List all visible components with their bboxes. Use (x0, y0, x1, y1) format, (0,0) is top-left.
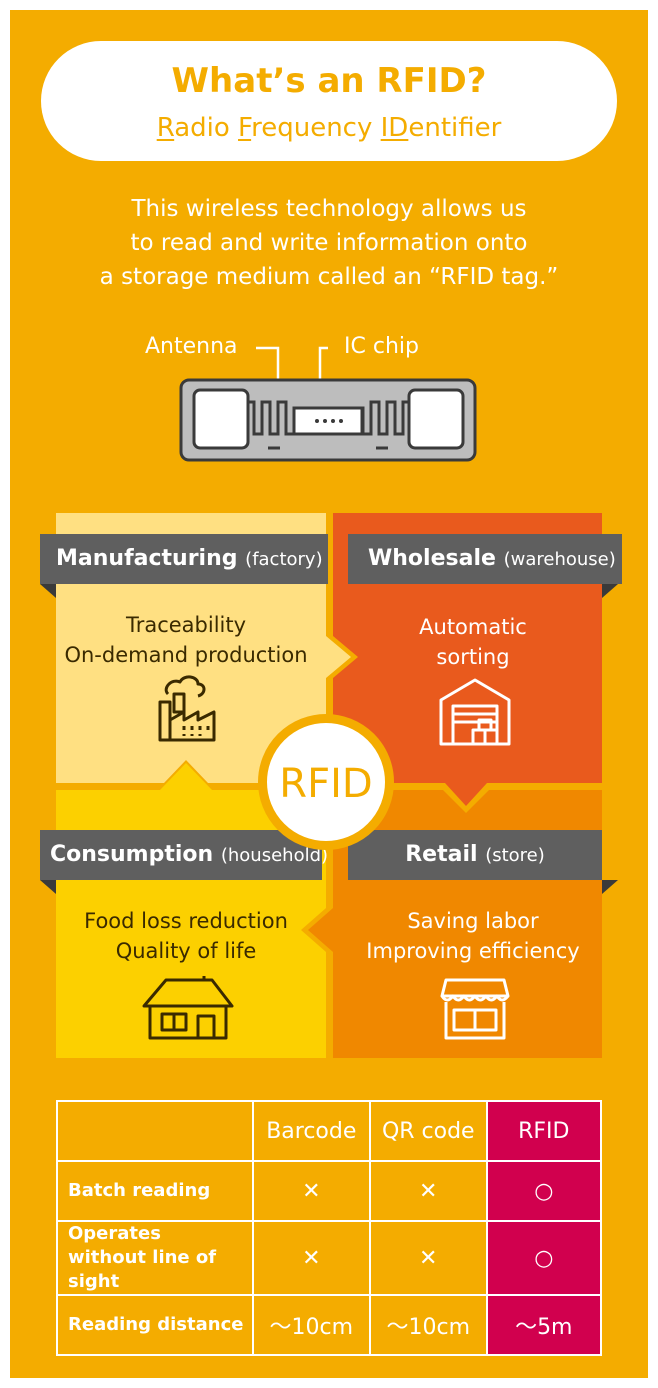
retail-header: Retail (store) (348, 830, 602, 880)
row-label-line: Batch reading (68, 1180, 211, 1201)
table-row: Operates without line of sight ✕ ✕ ○ (56, 1220, 603, 1296)
title-pill: What’s an RFID? Radio Frequency IDentifi… (41, 41, 617, 161)
warehouse-icon (439, 678, 511, 746)
subtitle-initial-id: ID (380, 113, 409, 143)
cell-barcode-line-of-sight: ✕ (251, 1220, 371, 1296)
antenna-label: Antenna (145, 334, 238, 359)
table-row: Batch reading ✕ ✕ ○ (56, 1160, 603, 1222)
table-header-row: Barcode QR code RFID (56, 1100, 603, 1162)
ic-chip-label: IC chip (344, 334, 419, 359)
retail-title: Retail (405, 842, 478, 867)
consumption-header: Consumption (household) (40, 830, 328, 880)
cell-rfid-reading-distance: ～5m (485, 1294, 603, 1356)
rfid-center-label: RFID (279, 761, 373, 807)
row-label-line: Operates (68, 1223, 161, 1244)
consumption-title: Consumption (50, 842, 214, 867)
manufacturing-header: Manufacturing (factory) (40, 534, 328, 584)
factory-icon (158, 675, 216, 742)
wholesale-title: Wholesale (368, 546, 496, 571)
subtitle-initial-f: F (238, 113, 252, 143)
benefit-line: Traceability (125, 613, 247, 637)
store-icon (440, 978, 510, 1040)
rfid-center-badge: RFID (258, 714, 394, 850)
cell-rfid-batch-reading: ○ (485, 1160, 603, 1222)
comparison-table: Barcode QR code RFID Batch reading ✕ ✕ ○… (56, 1100, 603, 1356)
row-label-line: without line of sight (68, 1247, 217, 1292)
cell-qr-batch-reading: ✕ (368, 1160, 488, 1222)
wholesale-header: Wholesale (warehouse) (348, 534, 622, 584)
benefit-line: Food loss reduction (84, 909, 288, 933)
row-label-line-of-sight: Operates without line of sight (56, 1220, 254, 1296)
intro-line: This wireless technology allows us (131, 196, 527, 222)
wholesale-subtitle: (warehouse) (503, 549, 616, 570)
row-label-reading-distance: Reading distance (56, 1294, 254, 1356)
retail-benefits: Saving labor Improving efficiency (346, 906, 600, 966)
cell-qr-line-of-sight: ✕ (368, 1220, 488, 1296)
page-subtitle: Radio Frequency IDentifier (41, 113, 617, 143)
intro-line: a storage medium called an “RFID tag.” (99, 264, 559, 290)
benefit-line: Improving efficiency (366, 939, 580, 963)
benefit-line: Automatic (419, 615, 527, 639)
manufacturing-benefits: Traceability On-demand production (56, 610, 316, 670)
benefit-line: On-demand production (64, 643, 308, 667)
header-fold (40, 880, 56, 894)
subtitle-part-frequency: requency (251, 113, 381, 143)
benefit-line: Saving labor (407, 909, 539, 933)
page-title: What’s an RFID? (171, 61, 487, 101)
cell-barcode-reading-distance: ～10cm (251, 1294, 371, 1356)
consumption-benefits: Food loss reduction Quality of life (56, 906, 316, 966)
intro-line: to read and write information onto (130, 230, 528, 256)
header-fold (602, 584, 618, 598)
cell-qr-reading-distance: ～10cm (368, 1294, 488, 1356)
subtitle-part-radio: adio (174, 113, 239, 143)
subtitle-initial-r: R (156, 113, 175, 143)
column-header-qr-code: QR code (368, 1100, 488, 1162)
table-row: Reading distance ～10cm ～10cm ～5m (56, 1294, 603, 1356)
benefit-line: Quality of life (115, 939, 257, 963)
header-fold (40, 584, 56, 598)
subtitle-part-identifier: entifier (408, 113, 502, 143)
wholesale-benefits: Automatic sorting (346, 612, 600, 672)
house-icon (142, 976, 234, 1040)
cell-rfid-line-of-sight: ○ (485, 1220, 603, 1296)
row-label-batch-reading: Batch reading (56, 1160, 254, 1222)
header-fold (602, 880, 618, 894)
rfid-tag-icon (179, 346, 477, 462)
intro-text: This wireless technology allows us to re… (30, 192, 628, 294)
consumption-subtitle: (household) (220, 845, 329, 866)
retail-subtitle: (store) (485, 845, 545, 866)
benefit-line: sorting (436, 645, 510, 669)
column-header-rfid: RFID (485, 1100, 603, 1162)
table-corner-cell (56, 1100, 254, 1162)
column-header-barcode: Barcode (251, 1100, 371, 1162)
cell-barcode-batch-reading: ✕ (251, 1160, 371, 1222)
manufacturing-title: Manufacturing (56, 546, 238, 571)
row-label-line: Reading distance (68, 1314, 244, 1335)
infographic-page: What’s an RFID? Radio Frequency IDentifi… (10, 10, 648, 1378)
manufacturing-subtitle: (factory) (245, 549, 323, 570)
